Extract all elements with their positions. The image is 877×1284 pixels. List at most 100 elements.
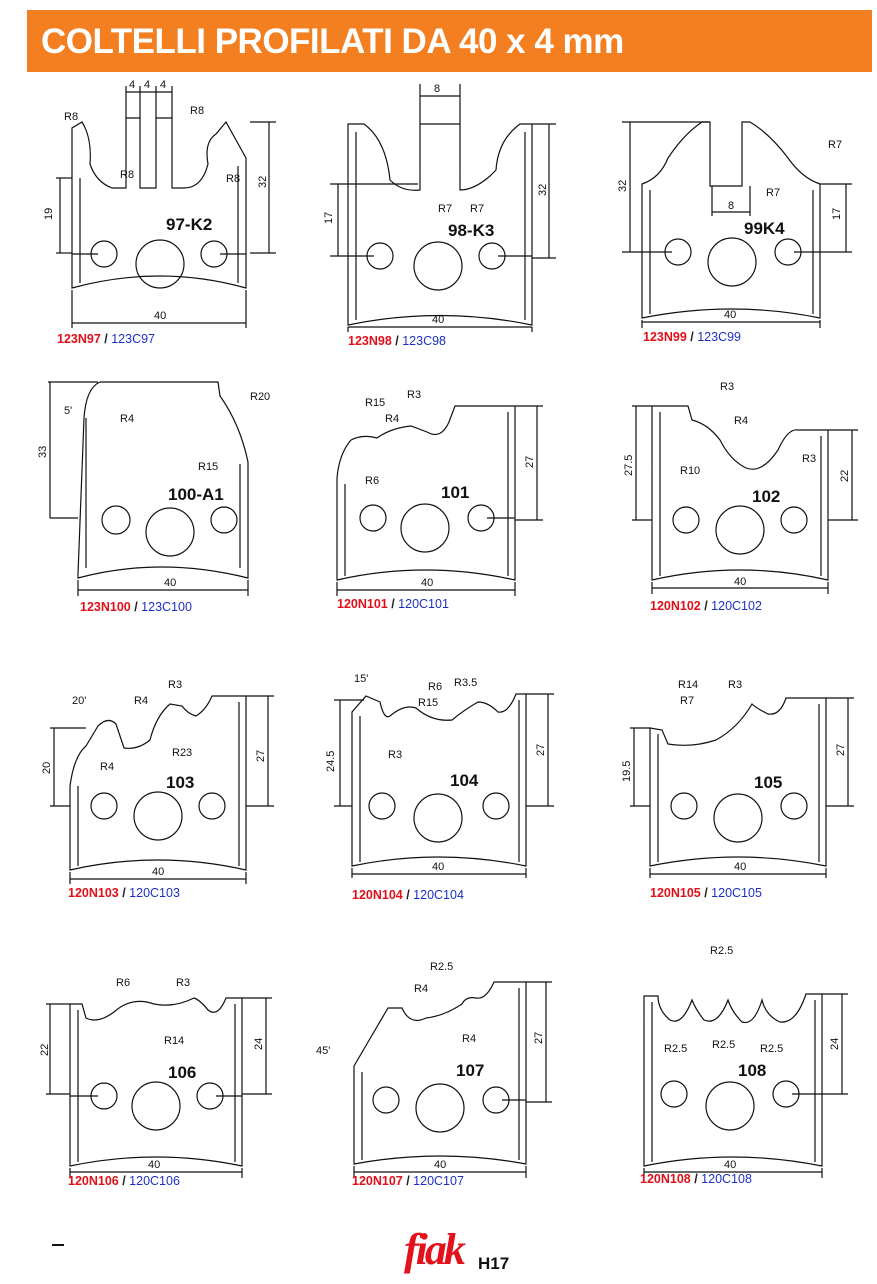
dim-label: 15' — [354, 673, 368, 685]
dim-label: R15 — [198, 461, 218, 473]
article-codes: 120N101 / 120C101 — [337, 597, 449, 611]
knife-label: 104 — [450, 771, 479, 790]
dim-label: R4 — [385, 413, 399, 425]
knife-label: 105 — [754, 773, 782, 792]
dim-label: 5' — [64, 405, 72, 417]
dim-label: R2.5 — [760, 1043, 783, 1055]
dim-label: R7 — [766, 187, 780, 199]
dim-label: R4 — [134, 695, 148, 707]
dim-label: R7 — [470, 203, 484, 215]
article-code-c: 120C106 — [129, 1174, 180, 1188]
article-codes: 120N105 / 120C105 — [650, 886, 762, 900]
dim-label: R2.5 — [430, 961, 453, 973]
dim-label: R6 — [428, 681, 442, 693]
article-codes: 120N104 / 120C104 — [352, 888, 464, 902]
knife-label: 103 — [166, 773, 194, 792]
dim-label: 40 — [724, 309, 736, 321]
page-code: H17 — [478, 1254, 510, 1273]
article-codes: 120N102 / 120C102 — [650, 599, 762, 613]
dim-label: 40 — [432, 314, 444, 326]
dim-label: R20 — [250, 391, 270, 403]
dim-label: 27 — [835, 744, 847, 756]
dim-label: R7 — [680, 695, 694, 707]
article-code-c: 120C101 — [398, 597, 449, 611]
dim-label: 40 — [734, 576, 746, 588]
dim-label: 45' — [316, 1045, 330, 1057]
knife-label: 97-K2 — [166, 215, 212, 234]
dim-label: 40 — [421, 577, 433, 589]
dim-label: 27 — [255, 750, 267, 762]
dim-label: R10 — [680, 465, 700, 477]
knife-label: 102 — [752, 487, 780, 506]
dim-label: R2.5 — [664, 1043, 687, 1055]
dim-label: R15 — [365, 397, 385, 409]
dim-label: 20' — [72, 695, 86, 707]
article-code-c: 120C102 — [711, 599, 762, 613]
article-code-c: 120C108 — [701, 1172, 752, 1186]
dim-label: R8 — [226, 173, 240, 185]
article-code-n: 123N97 — [57, 332, 101, 346]
knife-drawing-98-k3: 8 R7 R7 32 17 98-K3 40 — [320, 80, 560, 332]
knife-label: 101 — [441, 483, 469, 502]
dim-label: 19.5 — [621, 761, 633, 782]
knife-drawing-97-k2: 4 4 4 R8 R8 R8 R8 32 19 97-K2 40 — [40, 78, 280, 328]
knife-label: 100-A1 — [168, 485, 224, 504]
dim-label: R3.5 — [454, 677, 477, 689]
dim-label: R8 — [120, 169, 134, 181]
article-codes: 120N106 / 120C106 — [68, 1174, 180, 1188]
dim-label: 17 — [831, 208, 843, 220]
dim-label: R3 — [720, 381, 734, 393]
dim-label: R2.5 — [712, 1039, 735, 1051]
dim-label: 27 — [524, 456, 536, 468]
dim-label: 19 — [43, 208, 55, 220]
dim-label: R3 — [388, 749, 402, 761]
article-code-n: 120N108 — [640, 1172, 691, 1186]
article-code-n: 120N101 — [337, 597, 388, 611]
article-code-n: 120N102 — [650, 599, 701, 613]
knife-drawing-103: 20' R4 R3 R23 R4 20 27 103 40 — [38, 676, 278, 926]
dim-label: 32 — [257, 176, 269, 188]
article-code-n: 123N98 — [348, 334, 392, 348]
dim-label: 40 — [724, 1159, 736, 1171]
article-code-c: 123C97 — [111, 332, 156, 346]
dim-label: 33 — [37, 446, 49, 458]
knife-label: 106 — [168, 1063, 196, 1082]
knife-drawing-105: R14 R3 R7 19.5 27 105 40 — [618, 672, 858, 922]
dim-label: 27 — [535, 744, 547, 756]
dim-label: 32 — [617, 180, 629, 192]
dim-label: R7 — [828, 139, 842, 151]
footer-mark — [52, 1244, 64, 1246]
dim-label: 24.5 — [325, 751, 337, 772]
dim-label: 40 — [434, 1159, 446, 1171]
dim-label: 24 — [253, 1038, 265, 1050]
dim-label: R4 — [462, 1033, 476, 1045]
page-title: COLTELLI PROFILATI DA 40 x 4 mm — [41, 22, 624, 61]
dim-label: 4 — [160, 79, 166, 91]
knife-label: 99K4 — [744, 219, 785, 238]
article-code-n: 120N106 — [68, 1174, 119, 1188]
dim-label: R4 — [734, 415, 748, 427]
dim-label: 27 — [533, 1032, 545, 1044]
dim-label: 24 — [829, 1038, 841, 1050]
knife-drawing-100-a1: 33 5' R4 R20 R15 100-A1 40 — [37, 378, 280, 628]
dim-label: R3 — [802, 453, 816, 465]
article-codes: 120N107 / 120C107 — [352, 1174, 464, 1188]
dim-label: 22 — [39, 1044, 51, 1056]
article-codes: 120N103 / 120C103 — [68, 886, 180, 900]
knife-drawing-108: R2.5 R2.5 R2.5 R2.5 24 108 40 — [614, 940, 854, 1190]
dim-label: R3 — [728, 679, 742, 691]
dim-label: R15 — [418, 697, 438, 709]
article-code-c: 120C103 — [129, 886, 180, 900]
dim-label: 40 — [152, 866, 164, 878]
title-banner: COLTELLI PROFILATI DA 40 x 4 mm — [27, 10, 872, 72]
dim-label: 22 — [839, 470, 851, 482]
article-code-c: 123C99 — [697, 330, 742, 344]
article-codes: 123N100 / 123C100 — [80, 600, 192, 614]
article-code-c: 120C105 — [711, 886, 762, 900]
knife-drawing-101: R15 R3 R4 R6 27 101 40 — [315, 384, 555, 634]
dim-label: R3 — [168, 679, 182, 691]
dim-label: R8 — [64, 111, 78, 123]
dim-label: R7 — [438, 203, 452, 215]
brand-wordmark: fiak — [404, 1225, 466, 1274]
dim-label: 20 — [41, 762, 53, 774]
